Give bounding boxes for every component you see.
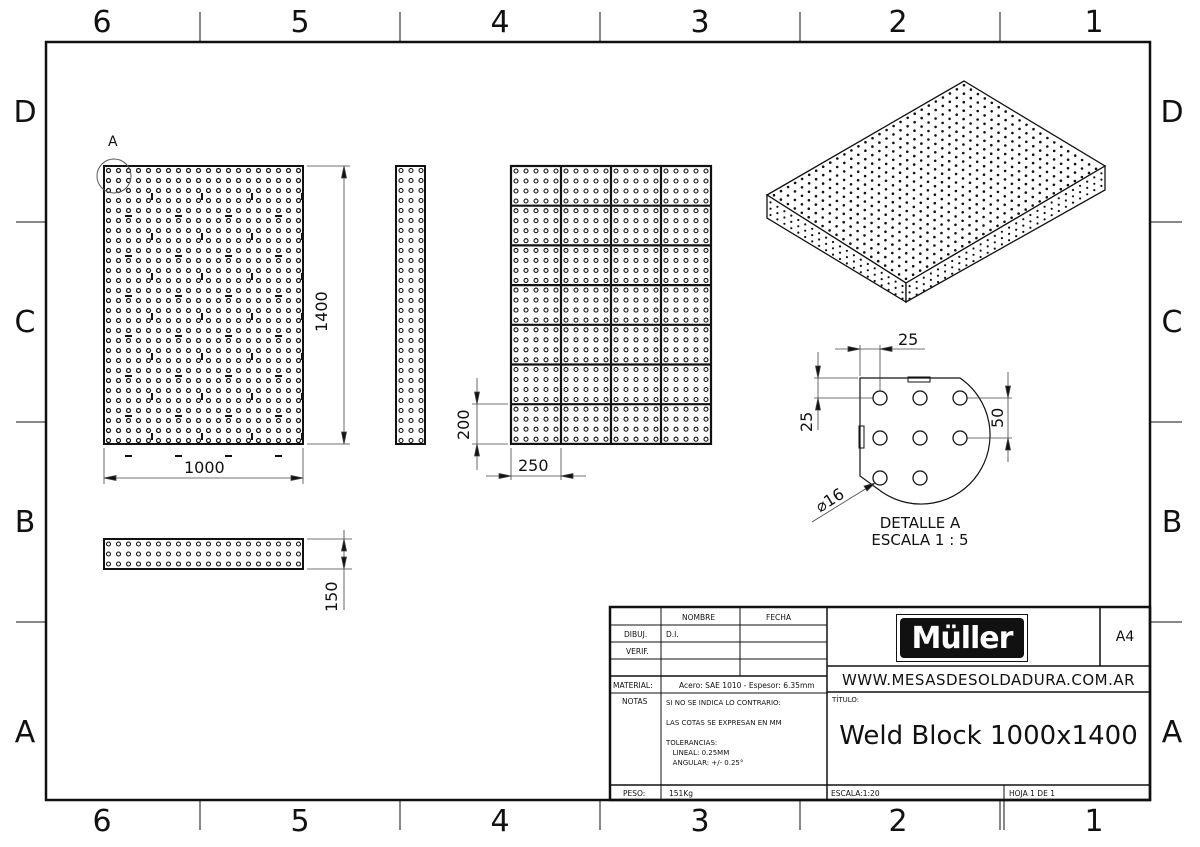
tb-peso-value: 151Kg: [669, 789, 693, 798]
tb-material-label: MATERIAL:: [613, 681, 653, 690]
dim-cell-200: 200: [454, 409, 473, 440]
side-view: [395, 165, 426, 445]
zone-row-label: B: [14, 505, 36, 540]
zone-ticks: [16, 12, 1182, 830]
zone-col-label: 1: [1084, 5, 1104, 40]
dim-cell-250: 250: [518, 456, 549, 475]
dim-detail-25-v: 25: [797, 411, 816, 432]
tb-header-fecha: FECHA: [766, 613, 792, 622]
tb-escala: ESCALA:1:20: [831, 789, 880, 798]
tb-material-value: Acero: SAE 1010 - Espesor: 6.35mm: [679, 681, 815, 690]
tb-peso-label: PESO:: [623, 789, 646, 798]
zone-row-label: D: [1160, 95, 1184, 130]
tb-title: Weld Block 1000x1400: [839, 721, 1138, 751]
muller-logo-text: Müller: [900, 618, 1024, 658]
zone-row-label: C: [14, 305, 36, 340]
zone-row-label: C: [1161, 305, 1183, 340]
top-view: [96, 158, 350, 484]
zone-col-label: 6: [92, 5, 112, 40]
dim-detail-50: 50: [988, 407, 1007, 428]
detail-caption: DETALLE A ESCALA 1 : 5: [830, 515, 1010, 549]
title-block-lines: [608, 605, 1152, 830]
detail-marker-circle: [96, 158, 132, 194]
zone-col-label: 3: [690, 804, 710, 839]
dim-width-1000: 1000: [184, 458, 225, 477]
zone-col-label: 5: [290, 804, 310, 839]
tb-dibuj-label: DIBUJ.: [624, 630, 648, 639]
sheet-border: [44, 40, 1152, 802]
zone-col-label: 6: [92, 804, 112, 839]
tb-titulo-label: TÍTULO:: [832, 696, 860, 704]
tb-sheet-size: A4: [1115, 628, 1135, 645]
dim-thickness-150: 150: [322, 581, 341, 612]
tb-notes-text: SI NO SE INDICA LO CONTRARIO: LAS COTAS …: [666, 699, 782, 767]
front-view: [103, 530, 352, 610]
zone-col-label: 3: [690, 5, 710, 40]
zone-col-label: 5: [290, 5, 310, 40]
zone-row-label: A: [14, 715, 36, 750]
zone-col-label: 4: [490, 5, 510, 40]
zone-row-label: A: [1161, 715, 1183, 750]
tb-header-nombre: NOMBRE: [682, 613, 716, 622]
tb-verif-label: VERIF.: [626, 647, 649, 656]
isometric-view: [765, 80, 1107, 304]
zone-col-label: 4: [490, 804, 510, 839]
dim-detail-25-h: 25: [898, 330, 919, 349]
zone-row-label: D: [13, 95, 37, 130]
detail-a-view: [811, 345, 1012, 523]
zone-col-label: 1: [1084, 804, 1104, 839]
detail-caption-title: DETALLE A: [879, 514, 961, 532]
zone-col-label: 2: [888, 5, 908, 40]
grid-view: [472, 164, 713, 480]
tb-notas-label: NOTAS: [622, 697, 648, 706]
tb-dibuj-value: D.I.: [666, 630, 679, 639]
dim-height-1400: 1400: [312, 291, 331, 332]
muller-logo: Müller: [896, 614, 1028, 662]
tb-hoja: HOJA 1 DE 1: [1009, 789, 1055, 798]
detail-marker-label: A: [108, 134, 118, 150]
tb-url: WWW.MESASDESOLDADURA.COM.AR: [841, 670, 1136, 689]
detail-caption-scale: ESCALA 1 : 5: [871, 531, 969, 549]
zone-col-label: 2: [888, 804, 908, 839]
zone-row-label: B: [1161, 505, 1183, 540]
